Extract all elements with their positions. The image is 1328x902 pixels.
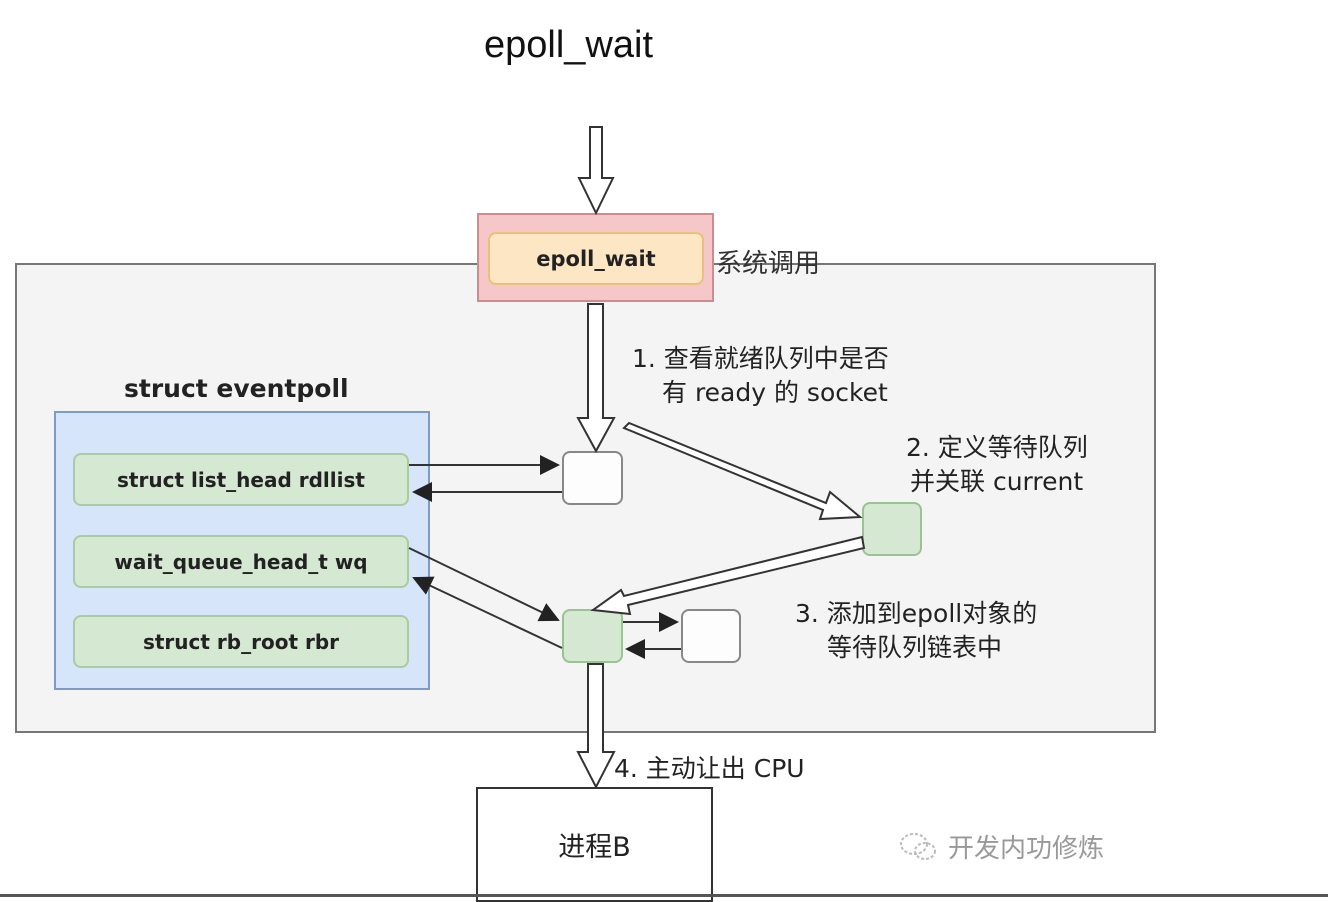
- watermark: 开发内功修炼: [898, 828, 1104, 865]
- arrow-wqhead-to-wq: [412, 576, 563, 649]
- arrow-wqhead-to-process: [576, 663, 616, 790]
- diagram-title: epoll_wait: [484, 24, 653, 66]
- arrow-step1-to-step2: [622, 421, 863, 521]
- field-rdllist: struct list_head rdllist: [73, 453, 409, 506]
- wechat-icon: [900, 832, 936, 860]
- field-rbr: struct rb_root rbr: [73, 615, 409, 668]
- step3-line2: 等待队列链表中: [827, 633, 1003, 662]
- step4-label: 4. 主动让出 CPU: [614, 754, 805, 783]
- field-wq: wait_queue_head_t wq: [73, 535, 409, 588]
- syscall-label: 系统调用: [716, 249, 821, 279]
- step1-label: 1. 查看就绪队列中是否 有 ready 的 socket: [632, 342, 889, 410]
- ready-list-node: [562, 451, 623, 505]
- wait-queue-entry-node: [862, 502, 922, 556]
- step3-line1: 3. 添加到epoll对象的: [795, 599, 1038, 628]
- step3-label: 3. 添加到epoll对象的 等待队列链表中: [795, 597, 1037, 665]
- step1-line1: 1. 查看就绪队列中是否: [632, 344, 889, 373]
- step2-line1: 2. 定义等待队列: [906, 433, 1088, 462]
- bottom-border: [0, 894, 1328, 897]
- arrow-wq-to-wqhead: [408, 547, 560, 622]
- watermark-text: 开发内功修炼: [948, 834, 1105, 864]
- step2-line2: 并关联 current: [910, 467, 1084, 496]
- arrow-syscall-to-ready: [576, 303, 616, 454]
- step2-label: 2. 定义等待队列 并关联 current: [906, 431, 1088, 499]
- arrow-step2-to-wqhead: [590, 535, 866, 616]
- arrow-title-to-syscall: [577, 126, 615, 216]
- wq-next-node: [681, 609, 741, 663]
- eventpoll-label: struct eventpoll: [124, 374, 349, 403]
- step1-line2: 有 ready 的 socket: [662, 378, 888, 407]
- epoll-wait-syscall-box: epoll_wait: [488, 232, 704, 285]
